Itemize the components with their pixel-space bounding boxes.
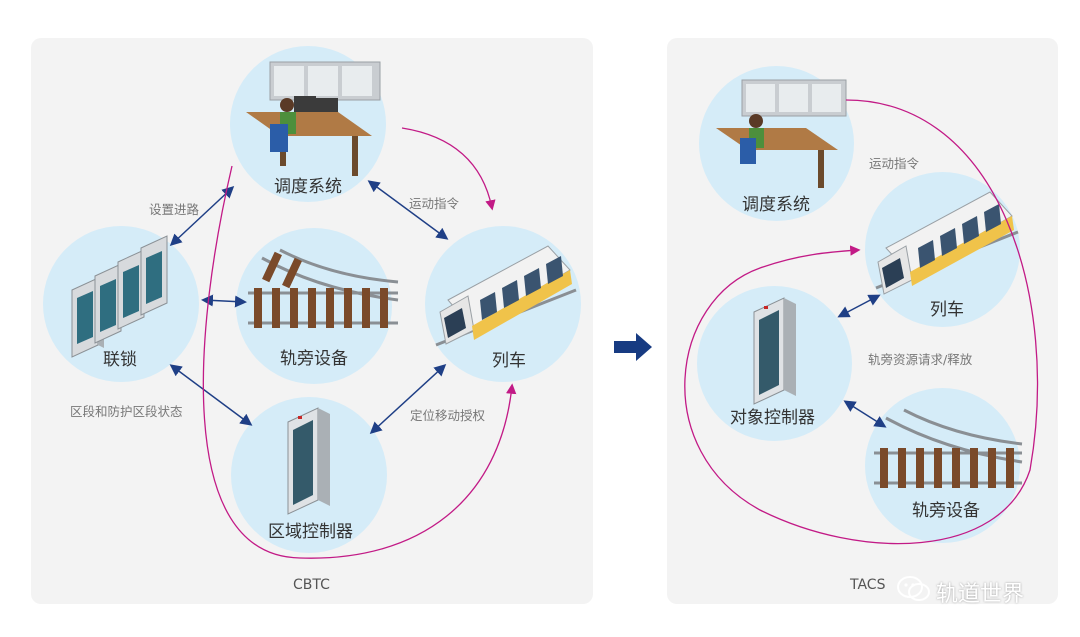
magenta-loop-to-train xyxy=(202,165,517,559)
transition-arrow-icon xyxy=(614,333,652,361)
tacs-control-cabinet-icon xyxy=(753,297,796,405)
wechat-logo-icon xyxy=(897,576,930,601)
tacs-dispatch-label: 调度系统 xyxy=(742,195,810,215)
cbtc-interlocking-label: 联锁 xyxy=(103,350,137,370)
watermark-text: 轨道世界 xyxy=(936,582,1025,607)
tacs-caption: TACS xyxy=(850,577,886,593)
anno-resource-request: 轨旁资源请求/释放 xyxy=(868,352,973,367)
control-cabinet-icon xyxy=(287,407,330,515)
cbtc-trackside-label: 轨旁设备 xyxy=(280,349,348,369)
tacs-trackside-label: 轨旁设备 xyxy=(912,501,980,521)
tacs-dispatcher-workstation-icon xyxy=(716,79,847,188)
arrow-interlocking-zone xyxy=(169,364,253,426)
cbtc-dispatcher-workstation-icon xyxy=(246,61,381,176)
anno-set-route: 设置进路 xyxy=(149,202,200,217)
magenta-tacs-loop xyxy=(684,99,1039,545)
tacs-train-label: 列车 xyxy=(930,300,964,320)
arrow-dispatch-interlocking xyxy=(169,185,235,247)
arrow-object-train xyxy=(837,294,881,318)
tacs-object-controller-label: 对象控制器 xyxy=(730,408,815,428)
cbtc-dispatch-label: 调度系统 xyxy=(274,177,342,197)
anno-movement-authority: 定位移动授权 xyxy=(410,408,486,423)
anno-tacs-movement-cmd: 运动指令 xyxy=(869,156,920,171)
cbtc-zone-controller-label: 区域控制器 xyxy=(268,522,353,542)
tacs-metro-train-icon xyxy=(875,191,1019,295)
arrow-interlocking-trackside xyxy=(201,294,247,308)
cbtc-caption: CBTC xyxy=(293,577,330,593)
arrow-dispatch-train xyxy=(367,180,449,240)
anno-movement-cmd: 运动指令 xyxy=(409,196,460,211)
arrow-object-trackside xyxy=(843,400,887,428)
tacs-railway-switch-icon xyxy=(874,408,1023,488)
metro-train-icon xyxy=(435,245,577,347)
arrow-train-zone xyxy=(369,363,447,435)
cbtc-train-label: 列车 xyxy=(492,351,526,371)
magenta-dispatch-to-train xyxy=(401,127,496,211)
railway-switch-icon xyxy=(248,248,399,328)
server-rack-icon xyxy=(71,235,168,358)
anno-section-state: 区段和防护区段状态 xyxy=(70,404,183,419)
